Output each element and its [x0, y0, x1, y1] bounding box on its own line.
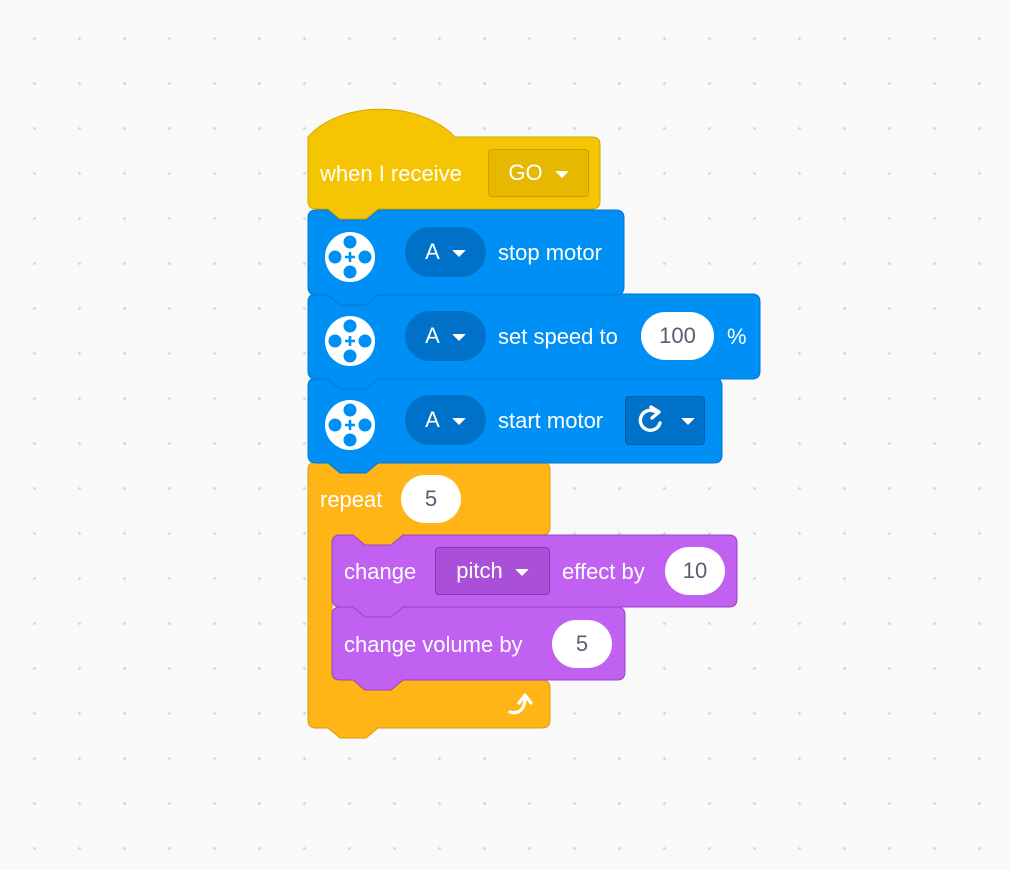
speed-input[interactable]: 100: [641, 312, 714, 360]
effect-by-label: effect by: [562, 559, 645, 584]
chevron-down-icon: [451, 417, 466, 425]
effect-value: pitch: [456, 558, 503, 583]
chevron-down-icon: [451, 333, 466, 341]
block-divider: [393, 225, 394, 281]
effect-value-input[interactable]: 10: [665, 547, 725, 595]
port-value: A: [425, 407, 440, 432]
stop-motor-label: stop motor: [498, 240, 602, 265]
chevron-down-icon: [451, 249, 466, 257]
repeat-label: repeat: [320, 487, 383, 512]
block-divider: [393, 393, 394, 449]
repeat-count-input[interactable]: 5: [401, 475, 461, 523]
port-value: A: [425, 239, 440, 264]
motor-icon: [325, 400, 375, 450]
chevron-down-icon: [681, 418, 695, 425]
clockwise-arrow-icon: [638, 404, 662, 432]
message-dropdown[interactable]: GO: [488, 149, 589, 197]
message-value: GO: [508, 160, 543, 185]
port-dropdown[interactable]: A: [405, 395, 486, 445]
hat-label: when I receive: [320, 161, 462, 186]
port-dropdown[interactable]: A: [405, 311, 486, 361]
change-volume-label: change volume by: [344, 632, 523, 657]
chevron-down-icon: [514, 568, 529, 576]
volume-value-input[interactable]: 5: [552, 620, 612, 668]
chevron-down-icon: [554, 170, 569, 178]
set-speed-label: set speed to: [498, 324, 618, 349]
port-dropdown[interactable]: A: [405, 227, 486, 277]
effect-dropdown[interactable]: pitch: [435, 547, 550, 595]
port-value: A: [425, 323, 440, 348]
percent-label: %: [727, 324, 747, 349]
direction-dropdown[interactable]: [625, 396, 705, 445]
block-divider: [393, 309, 394, 365]
change-label: change: [344, 559, 417, 584]
loop-arrow-icon: [508, 693, 533, 715]
start-motor-label: start motor: [498, 408, 604, 433]
motor-icon: [325, 232, 375, 282]
motor-icon: [325, 316, 375, 366]
